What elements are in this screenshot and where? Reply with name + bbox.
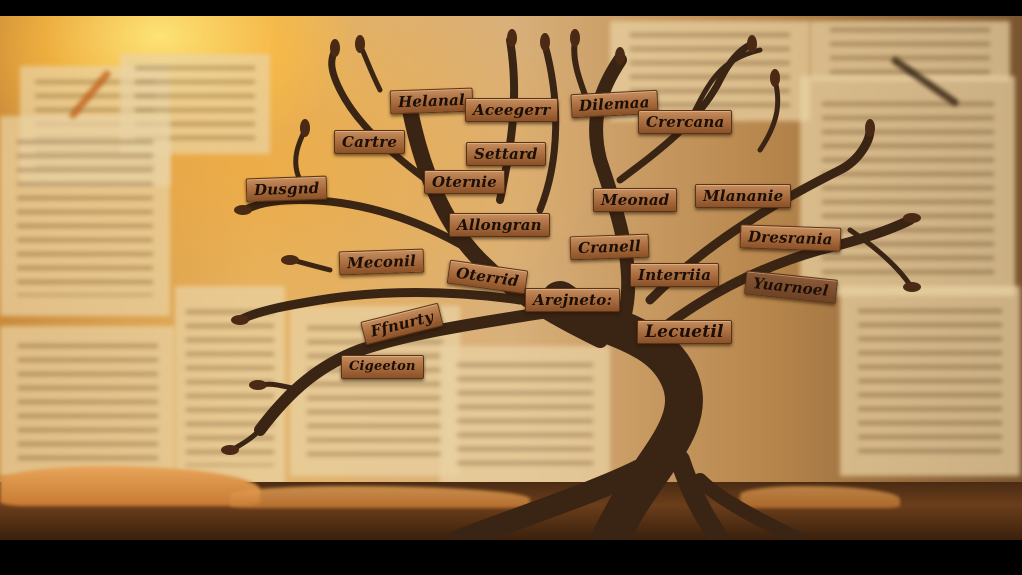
name-tag-aceegerr: Aceegerr <box>465 98 559 122</box>
name-tag-label: Meonad <box>601 191 670 209</box>
background-document <box>0 116 170 316</box>
family-tree-scene: Helanal Aceegerr Dilemaa Crercana Cartre… <box>0 16 1022 540</box>
background-document <box>810 21 1010 81</box>
name-tag-label: Allongran <box>457 216 542 234</box>
name-tag-cigeeton: Cigeeton <box>341 355 424 379</box>
name-tag-cranell: Cranell <box>569 233 650 261</box>
name-tag-crercana: Crercana <box>638 110 733 134</box>
name-tag-label: Arejneto: <box>533 291 613 309</box>
background-document <box>800 76 1015 296</box>
name-tag-label: Settard <box>474 145 538 163</box>
curled-parchment <box>740 486 900 508</box>
name-tag-label: Meconil <box>346 251 417 273</box>
curled-parchment <box>0 466 260 506</box>
background-document <box>440 346 610 486</box>
name-tag-label: Aceegerr <box>473 101 551 119</box>
name-tag-cartre: Cartre <box>334 130 406 154</box>
curled-parchment <box>230 486 530 508</box>
name-tag-label: Dusgnd <box>253 178 320 200</box>
name-tag-oternie: Oternie <box>424 170 505 194</box>
name-tag-label: Helanal <box>397 90 466 112</box>
name-tag-arejneto: Arejneto: <box>525 288 621 312</box>
name-tag-label: Interriia <box>638 266 712 284</box>
name-tag-interriia: Interriia <box>630 263 720 287</box>
name-tag-label: Yuarnoel <box>752 274 830 300</box>
name-tag-label: Crercana <box>646 113 725 131</box>
name-tag-dusgnd: Dusgnd <box>245 175 328 203</box>
background-document <box>0 326 175 476</box>
name-tag-helanal: Helanal <box>389 87 474 115</box>
name-tag-dresrania: Dresrania <box>739 224 842 252</box>
name-tag-label: Cartre <box>342 133 398 151</box>
name-tag-label: Dresrania <box>747 227 833 249</box>
letterbox-bottom <box>0 540 1022 575</box>
name-tag-lecuetil: Lecuetil <box>637 320 732 344</box>
name-tag-mlananie: Mlananie <box>695 184 792 208</box>
name-tag-meonad: Meonad <box>593 188 678 212</box>
name-tag-label: Mlananie <box>703 187 784 205</box>
name-tag-label: Cigeeton <box>349 359 416 374</box>
name-tag-settard: Settard <box>466 142 546 166</box>
name-tag-allongran: Allongran <box>449 213 550 237</box>
name-tag-meconil: Meconil <box>338 248 425 276</box>
name-tag-label: Cranell <box>577 236 642 258</box>
background-document <box>840 286 1020 476</box>
name-tag-label: Oternie <box>432 173 497 191</box>
name-tag-label: Lecuetil <box>645 322 724 342</box>
letterbox-top <box>0 0 1022 16</box>
